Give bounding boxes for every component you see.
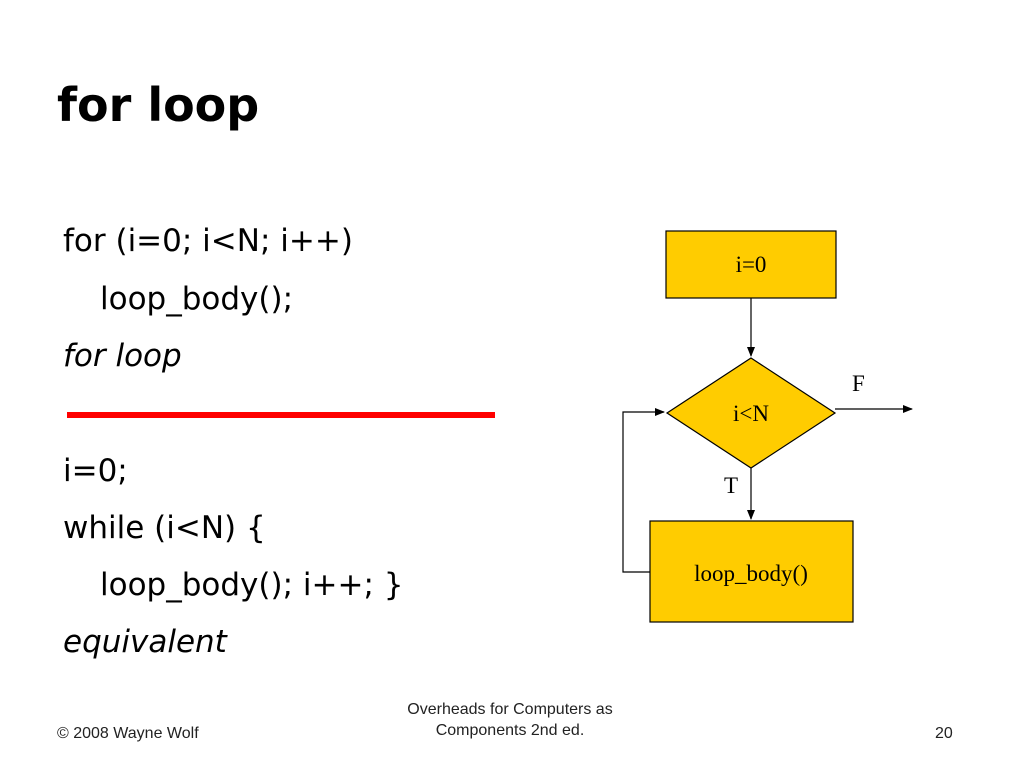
true-label: T: [724, 473, 738, 498]
init-box-label: i=0: [736, 252, 767, 277]
footer-book-line2: Components 2nd ed.: [435, 721, 585, 739]
while-body: loop_body(); i++; }: [100, 567, 404, 603]
while-header: while (i<N) {: [63, 510, 266, 546]
footer-copyright: © 2008 Wayne Wolf: [57, 725, 199, 742]
init-box: [665, 230, 837, 299]
for-loop-body: loop_body();: [100, 281, 294, 317]
arrow-loop-back: [622, 408, 665, 573]
while-init: i=0;: [63, 453, 128, 489]
for-loop-header: for (i=0; i<N; i++): [63, 223, 353, 259]
footer-book-title: Overheads for Computers as Components 2n…: [370, 700, 650, 742]
divider-line: [67, 412, 495, 418]
page-number: 20: [935, 725, 953, 742]
false-label: F: [852, 371, 865, 396]
footer-book-line1: Overheads for Computers as: [407, 701, 613, 718]
while-caption: equivalent: [63, 624, 227, 660]
body-box: [649, 520, 854, 623]
for-loop-caption: for loop: [63, 338, 182, 374]
body-box-label: loop_body(): [694, 561, 808, 586]
slide-title: for loop: [57, 78, 260, 132]
condition-label: i<N: [733, 401, 769, 426]
